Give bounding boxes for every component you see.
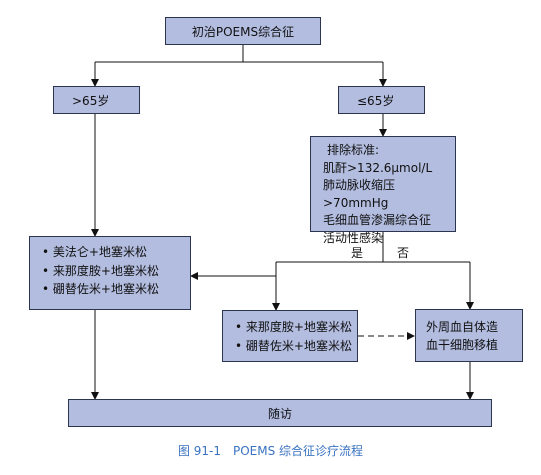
age-over-65-label: >65岁 <box>72 93 110 108</box>
regimen-item: 来那度胺+地塞米松 <box>42 262 190 281</box>
regimen-item: 硼替佐米+地塞米松 <box>235 337 357 356</box>
exclusion-title: 排除标准: <box>327 143 380 157</box>
transplant-box: 外周血自体造 血干细胞移植 <box>415 309 523 362</box>
exclusion-item: 毛细血管渗漏综合征 <box>323 213 432 227</box>
yes-label: 是 <box>351 246 364 260</box>
left-regimens-box: 美法仑+地塞米松 来那度胺+地塞米松 硼替佐米+地塞米松 <box>29 236 191 310</box>
start-box: 初治POEMS综合征 <box>165 17 321 45</box>
transplant-line: 血干细胞移植 <box>426 338 499 352</box>
followup-box: 随访 <box>68 399 492 427</box>
figure-caption: 图 91-1 POEMS 综合征诊疗流程 <box>177 444 364 458</box>
regimen-item: 来那度胺+地塞米松 <box>235 318 357 337</box>
exclusion-item: 肺动脉收缩压>70mmHg <box>323 178 396 210</box>
age-under-65-box: ≤65岁 <box>338 86 425 114</box>
no-label: 否 <box>397 246 410 260</box>
regimen-item: 硼替佐米+地塞米松 <box>42 280 190 299</box>
exclusion-item: 活动性感染 <box>323 230 384 245</box>
exclusion-item: 肌酐>132.6μmol/L <box>323 160 433 175</box>
regimen-item: 美法仑+地塞米松 <box>42 243 190 262</box>
age-under-65-label: ≤65岁 <box>357 93 395 108</box>
transplant-line: 外周血自体造 <box>426 320 499 334</box>
mid-regimens-box: 来那度胺+地塞米松 硼替佐米+地塞米松 <box>222 310 358 362</box>
start-label: 初治POEMS综合征 <box>191 24 295 39</box>
exclusion-criteria-box: 排除标准: 肌酐>132.6μmol/L 肺动脉收缩压>70mmHg 毛细血管渗… <box>310 136 456 245</box>
followup-label: 随访 <box>267 406 292 421</box>
age-over-65-box: >65岁 <box>53 86 140 114</box>
